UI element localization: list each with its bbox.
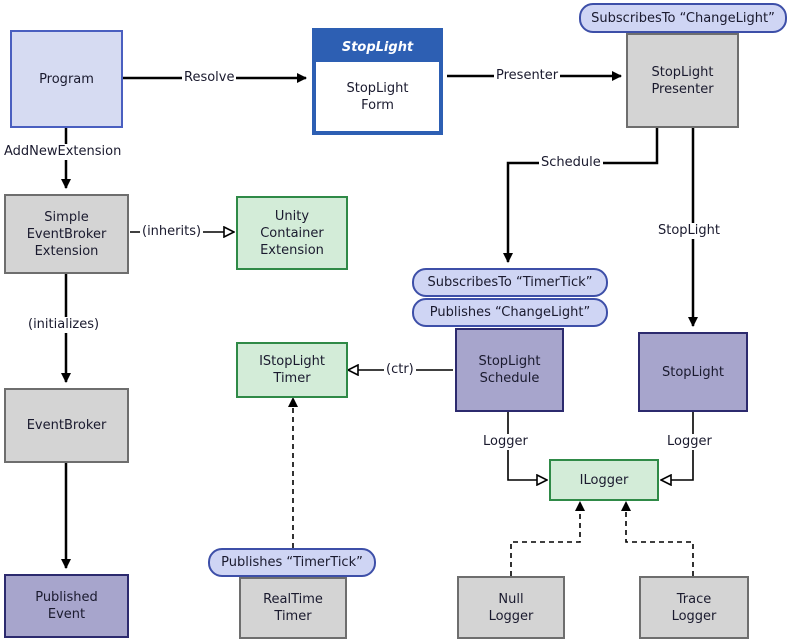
stoplight-form-label: StopLight Form bbox=[346, 80, 409, 113]
stoplight-schedule-node: StopLight Schedule bbox=[455, 328, 564, 412]
edge-label-initializes: (initializes) bbox=[26, 317, 102, 333]
istoplight-timer-node: IStopLight Timer bbox=[236, 342, 348, 398]
simple-eventbroker-extension-node: Simple EventBroker Extension bbox=[4, 194, 129, 274]
published-event-node: Published Event bbox=[4, 574, 129, 638]
schedule-publishes-tag: Publishes “ChangeLight” bbox=[412, 298, 608, 327]
edge-label-logger-schedule: Logger bbox=[481, 434, 530, 450]
timer-publishes-tag: Publishes “TimerTick” bbox=[208, 548, 376, 577]
presenter-subscribes-tag: SubscribesTo “ChangeLight” bbox=[579, 3, 787, 33]
edge-label-addnewextension: AddNewExtension bbox=[2, 144, 124, 160]
stoplight-node: StopLight bbox=[638, 332, 748, 412]
edge-label-schedule: Schedule bbox=[539, 155, 603, 171]
edge-label-stoplight: StopLight bbox=[656, 223, 722, 239]
trace-logger-node: Trace Logger bbox=[639, 576, 749, 639]
program-node: Program bbox=[10, 30, 123, 128]
stoplight-form-title: StopLight bbox=[316, 32, 439, 62]
stoplight-form-node: StopLight StopLight Form bbox=[312, 28, 443, 135]
eventbroker-node: EventBroker bbox=[4, 388, 129, 463]
edge-label-inherits: (inherits) bbox=[140, 224, 204, 240]
stoplight-presenter-node: StopLight Presenter bbox=[626, 33, 739, 128]
schedule-subscribes-tag: SubscribesTo “TimerTick” bbox=[412, 268, 608, 297]
null-logger-node: Null Logger bbox=[457, 576, 565, 639]
edge-label-resolve: Resolve bbox=[182, 70, 237, 86]
edge-label-logger-stoplight: Logger bbox=[665, 434, 714, 450]
edge-null-implements-ilogger bbox=[510, 501, 585, 576]
edge-presenter-schedule bbox=[503, 128, 659, 263]
unity-container-extension-node: Unity Container Extension bbox=[236, 196, 348, 270]
ilogger-node: ILogger bbox=[549, 459, 659, 501]
edge-trace-implements-ilogger bbox=[621, 501, 694, 576]
edge-label-presenter: Presenter bbox=[494, 68, 561, 84]
edge-label-ctr: (ctr) bbox=[384, 362, 416, 378]
realtime-timer-node: RealTime Timer bbox=[239, 577, 347, 639]
